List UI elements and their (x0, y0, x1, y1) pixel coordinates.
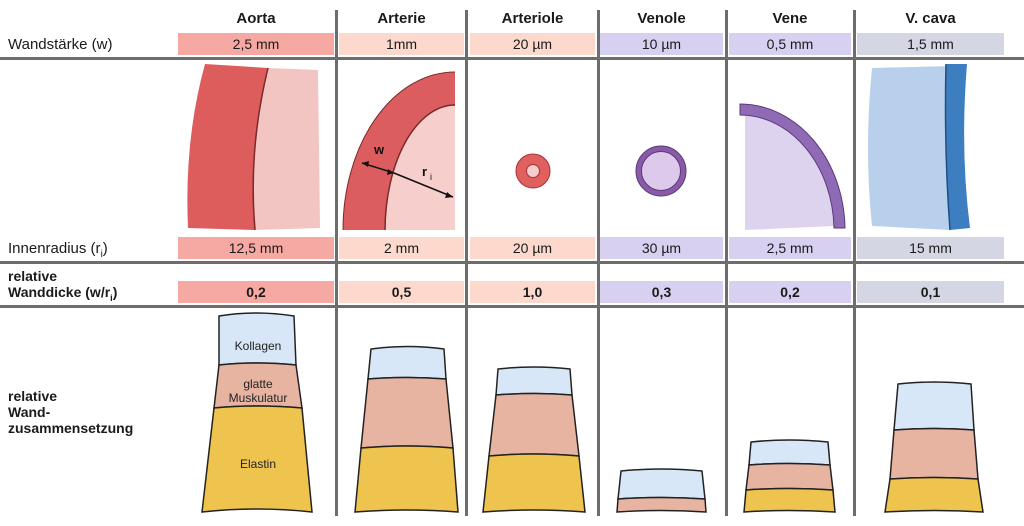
wall-composition-line2: Wand- (8, 404, 51, 420)
wall-cell-aorta: 2,5 mm (178, 33, 334, 55)
vene-wall-illustration (739, 103, 846, 230)
inner-radius-label-subscript: i (100, 249, 103, 260)
radius-cell-vene: 2,5 mm (729, 237, 851, 259)
ratio-cell-vene: 0,2 (729, 281, 851, 303)
composition-v-cava (884, 381, 984, 513)
v-cava-wall-illustration (868, 63, 970, 231)
inner-radius-label-text: Innenradius (r (8, 240, 101, 257)
label-muskulatur: Muskulatur (229, 391, 288, 405)
relative-wall-thickness-line1: relative (8, 268, 58, 284)
inner-radius-label: Innenradius (ri) (8, 240, 108, 260)
composition-venole (616, 468, 707, 513)
column-header-vene: Vene (772, 10, 808, 27)
column-header-venole: Venole (637, 10, 686, 27)
wall-composition-line1: relative (8, 388, 58, 404)
arterie-wall-illustration: w r i (342, 71, 456, 231)
wall-cell-vene: 0,5 mm (729, 33, 851, 55)
inner-radius-label-close: ) (102, 240, 108, 257)
composition-vene (743, 439, 836, 513)
arteriole-cross-section (515, 153, 551, 189)
venole-cross-section (635, 145, 687, 197)
row-divider (0, 305, 1024, 308)
wall-cell-arterie: 1mm (339, 33, 464, 55)
radius-cell-venole: 30 µm (600, 237, 723, 259)
ratio-cell-arteriole: 1,0 (470, 281, 595, 303)
ratio-cell-arterie: 0,5 (339, 281, 464, 303)
r-sub-label: i (430, 172, 432, 182)
ratio-cell-aorta: 0,2 (178, 281, 334, 303)
wall-composition-diagrams: Kollagen glatte Muskulatur Elastin (201, 312, 984, 513)
relative-wall-thickness-line2: Wanddicke (w/ri) (8, 284, 117, 306)
wall-composition-label: relative Wand- zusammensetzung (8, 388, 133, 436)
w-label: w (373, 142, 385, 157)
relative-wall-thickness-label: relative Wanddicke (w/ri) (8, 268, 117, 306)
wall-cell-v-cava: 1,5 mm (857, 33, 1004, 55)
radius-cell-aorta: 12,5 mm (178, 237, 334, 259)
composition-aorta: Kollagen glatte Muskulatur Elastin (201, 312, 313, 513)
ratio-cell-v-cava: 0,1 (857, 281, 1004, 303)
wall-cell-arteriole: 20 µm (470, 33, 595, 55)
r-label: r (422, 164, 427, 179)
relative-wall-thickness-subscript: i (110, 292, 113, 303)
wall-composition-line3: zusammensetzung (8, 420, 134, 436)
vessel-illustrations: w r i (187, 63, 970, 231)
row-divider (0, 261, 1024, 264)
wall-thickness-label: Wandstärke (w) (8, 36, 113, 53)
radius-cell-arteriole: 20 µm (470, 237, 595, 259)
composition-arteriole (482, 366, 586, 513)
column-header-arterie: Arterie (377, 10, 426, 27)
relative-wall-thickness-close: ) (112, 284, 118, 300)
column-header-arteriole: Arteriole (501, 10, 564, 27)
label-kollagen: Kollagen (235, 339, 282, 353)
wall-cell-venole: 10 µm (600, 33, 723, 55)
ratio-cell-venole: 0,3 (600, 281, 723, 303)
label-glatte: glatte (243, 377, 273, 391)
label-elastin: Elastin (240, 457, 276, 471)
radius-cell-v-cava: 15 mm (857, 237, 1004, 259)
column-header-aorta: Aorta (236, 10, 276, 27)
radius-cell-arterie: 2 mm (339, 237, 464, 259)
composition-arterie (354, 345, 459, 513)
relative-wall-thickness-text: Wanddicke (w/r (8, 284, 111, 300)
aorta-wall-illustration (187, 64, 320, 231)
row-divider (0, 57, 1024, 60)
column-header-v-cava: V. cava (905, 10, 956, 27)
